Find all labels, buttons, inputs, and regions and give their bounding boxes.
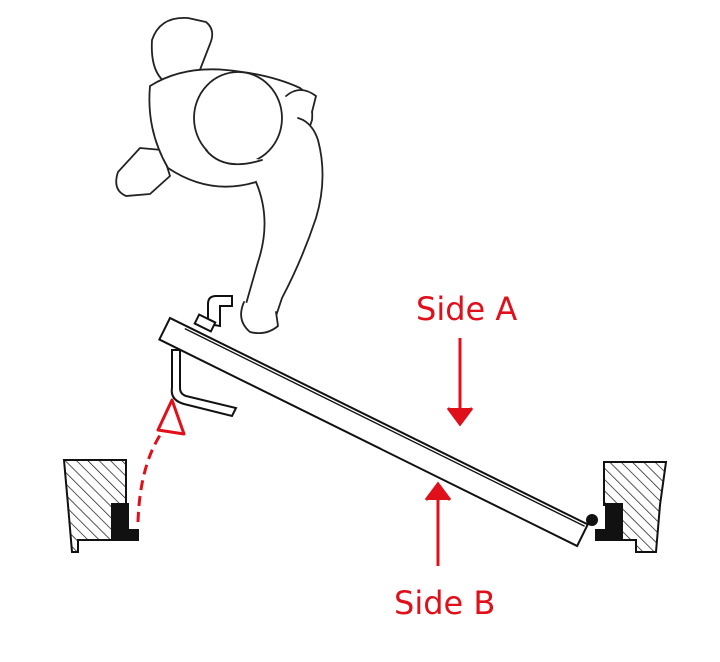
side-b-label: Side B — [394, 584, 496, 622]
hinge-dot-icon — [586, 514, 598, 526]
door-handle — [170, 295, 238, 418]
side-a-label: Side A — [416, 290, 518, 328]
side-a-arrow — [446, 338, 474, 427]
door-leaf — [158, 316, 590, 548]
side-b-arrow — [424, 481, 452, 566]
swing-direction-arrow — [136, 398, 186, 523]
left-wall-jamb — [62, 459, 139, 553]
right-wall-jamb — [595, 461, 668, 553]
person-top-view-icon — [115, 17, 324, 335]
